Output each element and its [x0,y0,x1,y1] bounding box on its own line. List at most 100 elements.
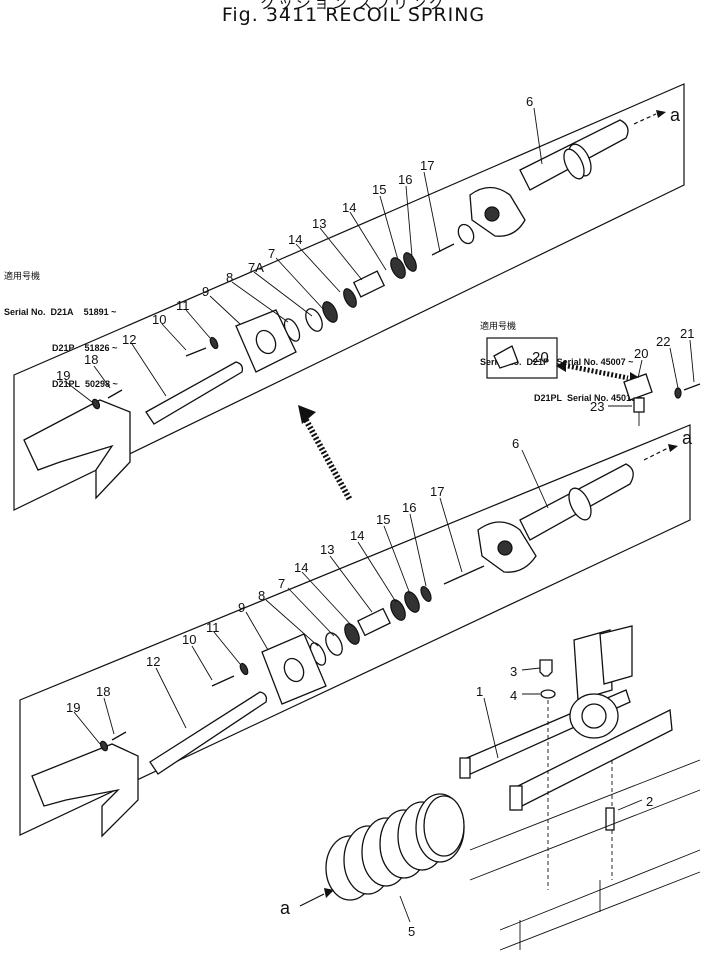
callout-11: 11 [206,620,220,635]
frame-upright [599,625,633,685]
frame-rail-end [509,785,523,811]
callout-7: 7 [268,246,275,261]
inset-box [486,337,558,379]
piston-13 [352,270,386,298]
callout-14: 14 [288,232,302,247]
bolt-21 [683,383,701,391]
callout-11: 11 [176,298,190,313]
serial-jp-label: 適用号機 [4,271,41,281]
callout-16: 16 [402,500,416,515]
track-frame-line [469,789,701,881]
seal-14 [343,288,357,308]
arrow-a-line [643,447,669,461]
lower-callouts: 6 17 16 15 14 13 14 7 8 9 11 10 12 18 19… [66,436,653,939]
callout-20: 20 [532,349,549,366]
pin-17 [431,243,455,256]
recoil-spring-5 [325,793,465,901]
upper-callouts: 6 17 16 15 14 13 14 7 7A 8 9 11 10 12 18… [56,94,543,403]
yoke [31,743,139,838]
arrow-a-label: a [682,428,693,448]
callout-14: 14 [350,528,364,543]
yoke [23,399,131,500]
callout-19: 19 [56,368,70,383]
flange-hole [283,657,305,683]
serial-jp-label: 適用号機 [480,321,517,331]
spring-coil [423,795,465,857]
piston-13 [357,607,391,637]
washer-4 [540,689,556,699]
idler-wheel-hub [581,703,607,729]
ring-16 [420,585,432,603]
frame-assembly [459,625,701,951]
ring-7 [305,308,323,332]
callout-8: 8 [226,270,233,285]
callout-8: 8 [258,588,265,603]
upper-assembly [23,119,629,500]
arrow-a-head [324,888,334,898]
callout-12: 12 [146,654,160,669]
ring-7 [325,632,343,656]
seal-14 [344,623,360,645]
arrow-a-label: a [670,105,681,125]
serial-model: D21PL [534,393,563,403]
callout-10: 10 [152,312,166,327]
double-arrow-head [556,360,566,372]
callout-15: 15 [376,512,390,527]
washer-19 [91,398,101,410]
callout-7: 7 [278,576,285,591]
washer-11 [209,336,219,350]
washer-19 [99,740,109,752]
flange-hole [255,329,277,355]
callout-12: 12 [122,332,136,347]
japanese-title: クッション スプリング [259,0,448,12]
pin-2 [605,807,615,831]
callout-18: 18 [84,352,98,367]
serial-value: 50298 ~ [85,379,118,389]
callout-5: 5 [408,924,415,939]
inset-callouts: 20 20 22 21 23 [532,326,694,414]
bolt-18 [107,389,123,399]
arrow-a-line [633,113,657,125]
callout-16: 16 [398,172,412,187]
arrow-a-line [299,893,325,907]
callout-13: 13 [312,216,326,231]
callout-15: 15 [372,182,386,197]
callout-20: 20 [634,346,648,361]
serial-model: D21P [526,357,550,367]
callout-19: 19 [66,700,80,715]
callout-2: 2 [646,794,653,809]
callout-21: 21 [680,326,694,341]
direction-arrow [298,405,353,502]
callout-18: 18 [96,684,110,699]
washer-11 [239,662,249,676]
track-frame-line [469,759,701,851]
callout-9: 9 [202,284,209,299]
callout-6: 6 [512,436,519,451]
lower-assembly [31,463,634,838]
ring-16 [403,252,417,272]
serial-model: D21P [52,343,75,353]
seal-14 [390,599,406,621]
callout-4: 4 [510,688,517,703]
fitting-23 [633,397,645,413]
callout-1: 1 [476,684,483,699]
serial-block-upper: 適用号機 Serial No. D21A 51891 ~ D21P 51826 … [4,246,118,402]
callout-17: 17 [430,484,444,499]
serial-model: D21A [50,307,74,317]
sleeve [457,223,475,245]
serial-value: Serial No. 45007 ~ [556,357,634,367]
serial-model: D21PL [52,379,81,389]
callout-14: 14 [342,200,356,215]
callout-23: 23 [590,399,604,414]
clip-20 [493,345,519,369]
beam-1-end [459,757,471,779]
callout-13: 13 [320,542,334,557]
bracket-hole [497,540,513,556]
serial-value: 51891 ~ [83,307,117,317]
arrow-a-head [656,110,666,118]
figure-title: Fig. 3411 RECOIL SPRING [221,4,486,26]
double-arrow [567,363,629,381]
bolt-10 [211,675,235,687]
callout-3: 3 [510,664,517,679]
washer-22 [674,387,682,399]
